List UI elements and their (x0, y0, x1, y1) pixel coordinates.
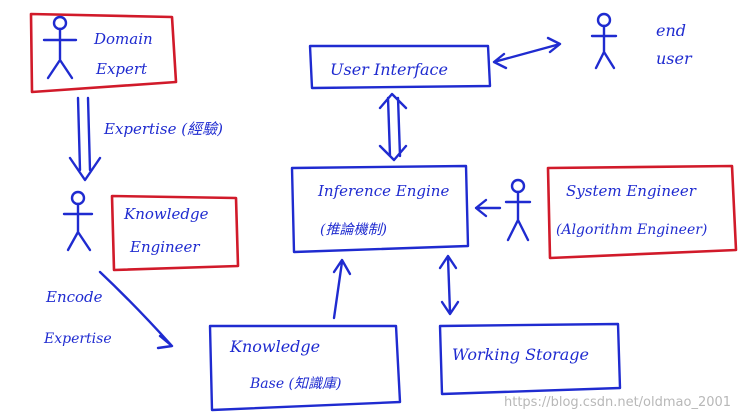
domain-expert-group: Domain Expert (29, 12, 178, 94)
encode-label-1: Encode (45, 288, 103, 306)
knowledge-engineer-group: Knowledge Engineer (62, 190, 240, 272)
kb-inference-arrow (332, 258, 352, 320)
knowledge-base-box (208, 324, 402, 412)
knowledge-base-label-1: Knowledge (229, 337, 320, 356)
knowledge-base-label-2: Base (知識庫) (249, 376, 341, 392)
inference-engine-group: Inference Engine (推論機制) (290, 164, 470, 254)
working-storage-group: Working Storage (438, 322, 622, 396)
ui-enduser-arrow (492, 36, 562, 70)
knowledge-engineer-stick-figure (62, 190, 94, 252)
system-inference-arrow (474, 198, 502, 218)
inference-engine-label-1: Inference Engine (317, 182, 449, 200)
encode-arrow (98, 270, 174, 350)
working-storage-box (438, 322, 622, 396)
domain-expert-label-1: Domain (93, 30, 153, 48)
user-interface-label: User Interface (330, 60, 448, 79)
end-user-stick-figure (590, 12, 618, 70)
inference-engine-label-2: (推論機制) (320, 222, 387, 238)
ui-inference-arrow (378, 92, 408, 162)
working-storage-label: Working Storage (452, 345, 589, 364)
domain-expert-stick-figure (42, 15, 78, 80)
system-engineer-label-1: System Engineer (566, 182, 697, 200)
domain-expert-box (29, 12, 178, 94)
encode-label-2: Expertise (43, 331, 112, 347)
knowledge-engineer-label-1: Knowledge (123, 205, 209, 223)
system-engineer-label-2: (Algorithm Engineer) (556, 222, 707, 238)
system-engineer-group: System Engineer (Algorithm Engineer) (504, 164, 738, 260)
knowledge-base-group: Knowledge Base (知識庫) (208, 324, 402, 412)
end-user-label-1: end (656, 21, 686, 40)
inference-engine-box (290, 164, 470, 254)
knowledge-engineer-box (110, 194, 240, 272)
domain-expert-label-2: Expert (95, 60, 148, 78)
end-user-label-2: user (656, 49, 693, 68)
system-engineer-box (546, 164, 738, 260)
watermark: https://blog.csdn.net/oldmao_2001 (504, 395, 731, 410)
system-engineer-stick-figure (504, 178, 532, 242)
end-user-group: end user (590, 12, 693, 70)
inference-storage-arrow (438, 254, 460, 316)
knowledge-engineer-label-2: Engineer (129, 238, 200, 256)
expertise-arrow (68, 96, 102, 182)
expertise-label: Expertise (經驗) (103, 120, 223, 138)
user-interface-box (308, 44, 492, 90)
user-interface-group: User Interface (308, 44, 492, 90)
